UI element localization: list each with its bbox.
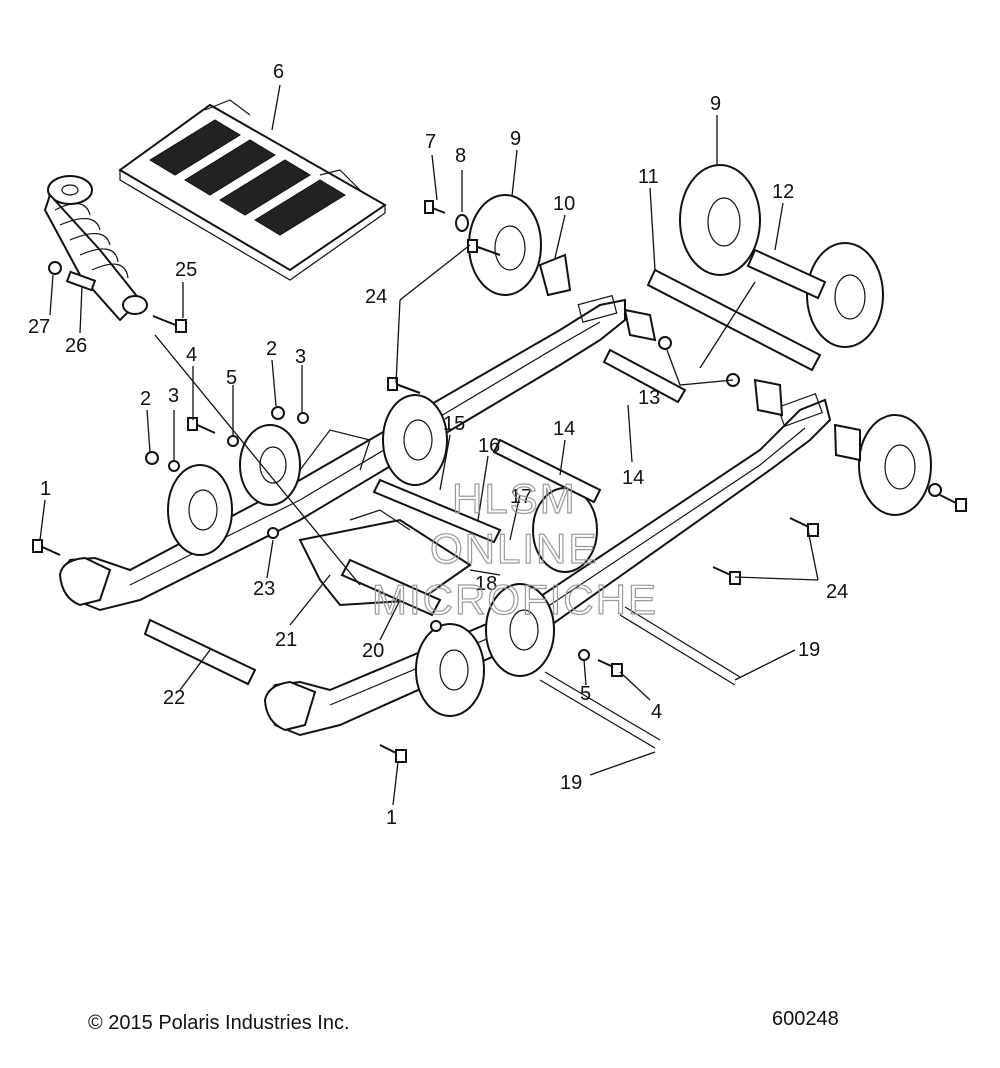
right-rail-tip-part bbox=[263, 680, 317, 732]
washer-5-lower-part bbox=[578, 649, 590, 661]
washer-lower-right-part bbox=[928, 483, 942, 497]
bolt-24-right-a-part bbox=[789, 517, 819, 537]
watermark-line-2: ONLINE bbox=[430, 525, 598, 572]
callout-8: 8 bbox=[455, 145, 466, 167]
left-rail-tip-part bbox=[58, 556, 112, 607]
callout-labels: 6 7 8 9 9 10 11 12 13 14 14 15 16 17 18 … bbox=[28, 61, 848, 829]
shock-nut-part bbox=[48, 261, 62, 275]
callout-14-right: 14 bbox=[622, 467, 644, 489]
bolt-19-upper-part bbox=[619, 606, 741, 686]
spacer-12-part bbox=[746, 248, 827, 300]
washer-5-upper-part bbox=[227, 435, 239, 447]
bolt-25-part bbox=[152, 315, 187, 333]
callout-24-upper: 24 bbox=[365, 286, 387, 308]
bolt-19-lower-part bbox=[539, 671, 661, 749]
washer-3-right-part bbox=[297, 412, 309, 424]
callout-15: 15 bbox=[443, 413, 465, 435]
washer-20-part bbox=[430, 620, 442, 632]
nut-2-left-part bbox=[145, 451, 159, 465]
bolt-24-left-part bbox=[387, 377, 421, 394]
idler-wheel-left-rear bbox=[239, 424, 301, 506]
callout-4-upper: 4 bbox=[186, 344, 197, 366]
callout-1-right: 1 bbox=[386, 807, 397, 829]
shock-pin-part bbox=[65, 270, 97, 292]
callout-4-lower: 4 bbox=[651, 701, 662, 723]
shaft-22-part bbox=[143, 618, 257, 686]
callout-20: 20 bbox=[362, 640, 384, 662]
callout-2-right: 2 bbox=[266, 338, 277, 360]
callout-3-right: 3 bbox=[295, 346, 306, 368]
bolt-lower-right-part bbox=[939, 494, 967, 512]
callout-22: 22 bbox=[163, 687, 185, 709]
callout-16: 16 bbox=[478, 435, 500, 457]
callout-12: 12 bbox=[772, 181, 794, 203]
shock-absorber-part bbox=[43, 175, 148, 322]
callout-27: 27 bbox=[28, 316, 50, 338]
callout-2-left: 2 bbox=[140, 388, 151, 410]
callout-3-left: 3 bbox=[168, 385, 179, 407]
wedge-13-part bbox=[753, 378, 784, 417]
idler-wheel-left-mid bbox=[382, 394, 448, 486]
callout-18: 18 bbox=[475, 573, 497, 595]
watermark: HLSM ONLINE MICROFICHE bbox=[371, 474, 658, 623]
callout-25: 25 bbox=[175, 259, 197, 281]
bolt-4-lower-part bbox=[597, 659, 623, 677]
callout-9-left: 9 bbox=[510, 128, 521, 150]
leader-lines bbox=[39, 84, 819, 806]
idler-wheel-right-b bbox=[485, 583, 555, 677]
bolt-4-upper-part bbox=[187, 417, 216, 434]
callout-14-left: 14 bbox=[553, 418, 575, 440]
callout-5-lower: 5 bbox=[580, 683, 591, 705]
washer-13a-part bbox=[658, 336, 672, 350]
watermark-line-1: HLSM bbox=[452, 475, 577, 522]
rear-wheel-9-upper bbox=[679, 164, 761, 276]
callout-24-lower: 24 bbox=[826, 581, 848, 603]
callout-6: 6 bbox=[273, 61, 284, 83]
idler-wheel-left-front bbox=[167, 464, 233, 556]
wedge-10-part bbox=[538, 253, 572, 297]
callout-7: 7 bbox=[425, 131, 436, 153]
shaft-15-part bbox=[372, 478, 502, 544]
callout-19-lower: 19 bbox=[560, 772, 582, 794]
copyright-text: © 2015 Polaris Industries Inc. bbox=[88, 1012, 350, 1034]
axle-11-part bbox=[646, 268, 822, 372]
callout-10: 10 bbox=[553, 193, 575, 215]
callout-11: 11 bbox=[638, 166, 659, 188]
shaft-14b-part bbox=[492, 438, 602, 504]
callout-23: 23 bbox=[253, 578, 275, 600]
bolt-1-left-part bbox=[32, 539, 61, 556]
washer-8-part bbox=[455, 214, 469, 232]
callout-26: 26 bbox=[65, 335, 87, 357]
bolt-1-right-part bbox=[379, 744, 407, 763]
callout-5-upper: 5 bbox=[226, 367, 237, 389]
shaft-14a-part bbox=[602, 348, 687, 404]
callout-9-upper: 9 bbox=[710, 93, 721, 115]
drawing-number: 600248 bbox=[772, 1008, 839, 1030]
washer-23-part bbox=[267, 527, 279, 539]
idler-wheel-right-a bbox=[415, 623, 485, 717]
scissor-arm-part bbox=[298, 509, 472, 617]
watermark-line-3: MICROFICHE bbox=[372, 576, 658, 623]
track-pad-part bbox=[118, 99, 387, 281]
wedge-upper-right-part bbox=[623, 308, 657, 342]
rear-wheel-9-left bbox=[468, 194, 542, 296]
rear-wheel-lower-right bbox=[858, 414, 932, 516]
washer-3-left-part bbox=[168, 460, 180, 472]
callout-1-left: 1 bbox=[40, 478, 51, 500]
callout-17: 17 bbox=[510, 486, 532, 508]
bolt-24-right-b-part bbox=[712, 566, 741, 585]
bolt-7-part bbox=[424, 200, 446, 214]
rear-wheel-9-right bbox=[806, 242, 884, 348]
wedge-lower-right-part bbox=[833, 423, 861, 462]
callout-13: 13 bbox=[638, 387, 660, 409]
callout-21: 21 bbox=[275, 629, 297, 651]
callout-19-upper: 19 bbox=[798, 639, 820, 661]
nut-2-right-part bbox=[271, 406, 285, 420]
